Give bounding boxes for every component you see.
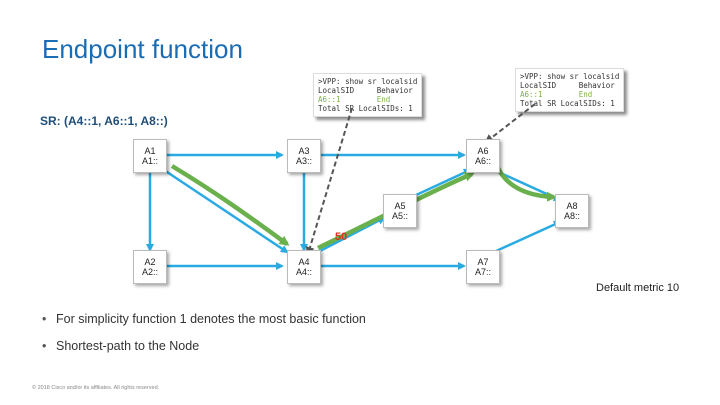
cli-pointer-a4	[305, 107, 353, 256]
node-a7: A7 A7::	[466, 250, 500, 284]
node-a6: A6 A6::	[466, 139, 500, 173]
node-a3-addr: A3::	[295, 156, 312, 166]
cli-output-a4: >VPP: show sr localsid LocalSID Behavior…	[313, 73, 423, 117]
bullet-marker: •	[42, 312, 47, 326]
node-a2-name: A2	[144, 257, 156, 267]
node-a4-name: A4	[298, 257, 310, 267]
node-a4: A4 A4::	[287, 250, 321, 284]
node-a5: A5 A5::	[383, 194, 417, 228]
sr-path-a1-a4	[170, 164, 290, 246]
default-metric-note: Default metric 10	[596, 282, 680, 294]
node-a7-name: A7	[477, 257, 489, 267]
node-a1-addr: A1::	[141, 156, 158, 166]
node-a5-name: A5	[394, 201, 406, 211]
node-a1: A1 A1::	[133, 139, 167, 173]
bullet-list: • For simplicity function 1 denotes the m…	[42, 312, 366, 366]
link-a5-a6	[413, 168, 472, 198]
node-a3: A3 A3::	[287, 139, 321, 173]
bullet-marker: •	[42, 339, 47, 353]
link-metric-label: 50	[335, 231, 348, 243]
bullet-item: • Shortest-path to the Node	[42, 339, 366, 353]
link-a7-a8	[493, 220, 562, 254]
cli-a6-behavior-value: End	[578, 90, 593, 99]
copyright-notice: © 2018 Cisco and/or its affiliates. All …	[32, 385, 160, 391]
cli-a6-total: Total SR LocalSIDs: 1	[520, 99, 615, 108]
node-a6-addr: A6::	[474, 156, 491, 166]
node-a8-addr: A8::	[563, 211, 580, 221]
cli-a4-total: Total SR LocalSIDs: 1	[318, 104, 413, 113]
sr-segment-list: SR: (A4::1, A6::1, A8::)	[40, 114, 168, 128]
node-a3-name: A3	[298, 146, 310, 156]
bullet-text: For simplicity function 1 denotes the mo…	[56, 312, 366, 326]
cli-a4-line1: >VPP: show sr localsid	[318, 77, 418, 86]
cli-a4-localsid-header: LocalSID	[318, 86, 355, 95]
link-a4-a5	[317, 216, 386, 254]
slide-title: Endpoint function	[42, 34, 243, 64]
node-a4-addr: A4::	[295, 267, 312, 277]
node-a2: A2 A2::	[133, 250, 167, 284]
node-a1-name: A1	[144, 146, 156, 156]
bullet-text: Shortest-path to the Node	[56, 339, 200, 353]
node-a5-addr: A5::	[391, 211, 408, 221]
node-a8: A8 A8::	[555, 194, 589, 228]
node-a6-name: A6	[477, 146, 489, 156]
cli-a4-localsid-value: A6::1	[318, 95, 341, 104]
cli-a6-localsid-header: LocalSID	[520, 81, 557, 90]
cli-a4-behavior-value: End	[376, 95, 391, 104]
node-a7-addr: A7::	[474, 267, 491, 277]
sr-path-a6-a8	[495, 166, 557, 202]
cli-a6-behavior-header: Behavior	[578, 81, 615, 90]
cli-pointer-a6	[484, 103, 536, 144]
cli-a6-localsid-value: A6::1	[520, 90, 543, 99]
link-a1-a4	[163, 168, 289, 254]
cli-a6-line1: >VPP: show sr localsid	[520, 72, 620, 81]
node-a2-addr: A2::	[141, 267, 158, 277]
node-a8-name: A8	[566, 201, 578, 211]
cli-a4-behavior-header: Behavior	[376, 86, 413, 95]
bullet-item: • For simplicity function 1 denotes the m…	[42, 312, 366, 326]
